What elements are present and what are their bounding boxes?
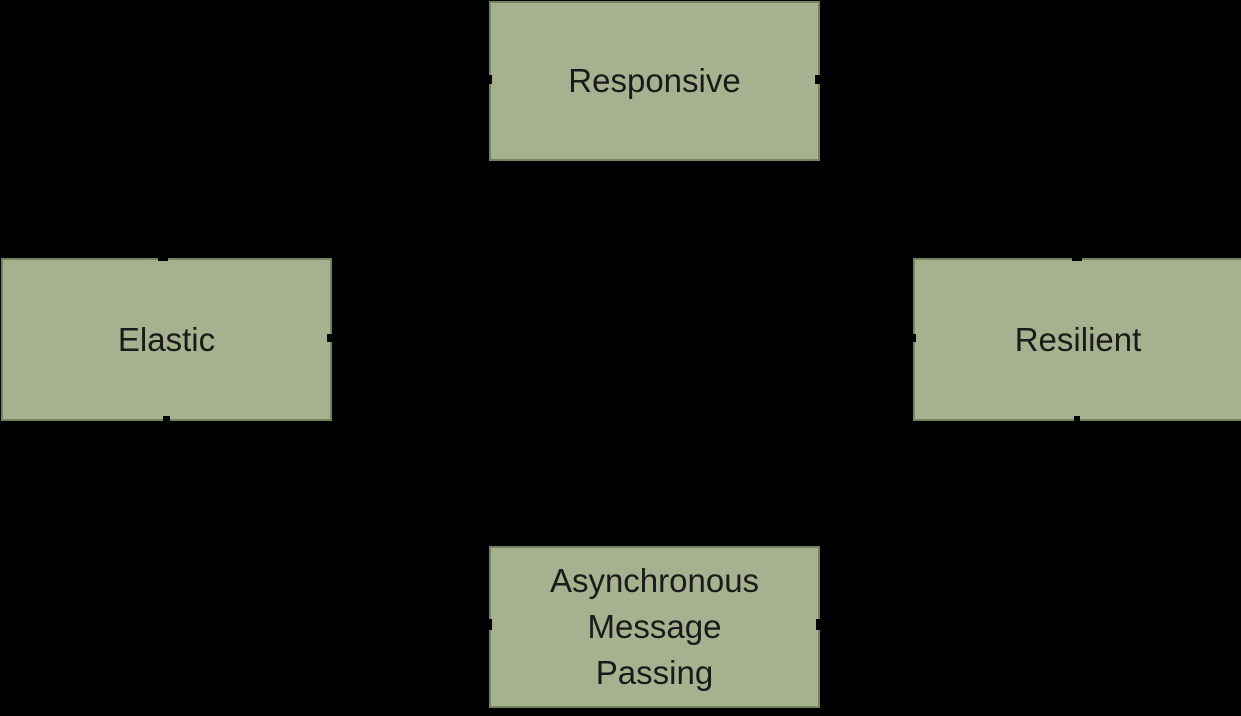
- arrowhead-tip-elastic-right: [327, 334, 334, 342]
- arrowhead-tip-async-left: [486, 619, 492, 630]
- node-responsive-label: Responsive: [568, 62, 741, 99]
- node-responsive: Responsive: [489, 1, 820, 161]
- node-elastic: Elastic: [1, 258, 332, 421]
- arrowhead-tip-resilient-left: [909, 334, 916, 342]
- node-resilient-label: Resilient: [1014, 320, 1142, 358]
- node-resilient: Resilient: [913, 258, 1241, 421]
- arrowhead-tip-responsive-right: [815, 75, 822, 84]
- arrowhead-tip-responsive-left: [486, 75, 492, 84]
- arrowhead-tip-elastic-bottom: [163, 416, 170, 422]
- node-asynchronous-message-passing-label: Asynchronous Message Passing: [549, 562, 760, 691]
- arrowhead-tip-resilient-bottom: [1074, 416, 1080, 422]
- arrowhead-tip-resilient-top: [1072, 255, 1082, 261]
- node-asynchronous-message-passing: Asynchronous Message Passing: [489, 546, 820, 708]
- arrowhead-tip-elastic-top: [158, 255, 168, 261]
- arrowhead-tip-async-right: [816, 619, 822, 630]
- node-elastic-label: Elastic: [117, 320, 216, 358]
